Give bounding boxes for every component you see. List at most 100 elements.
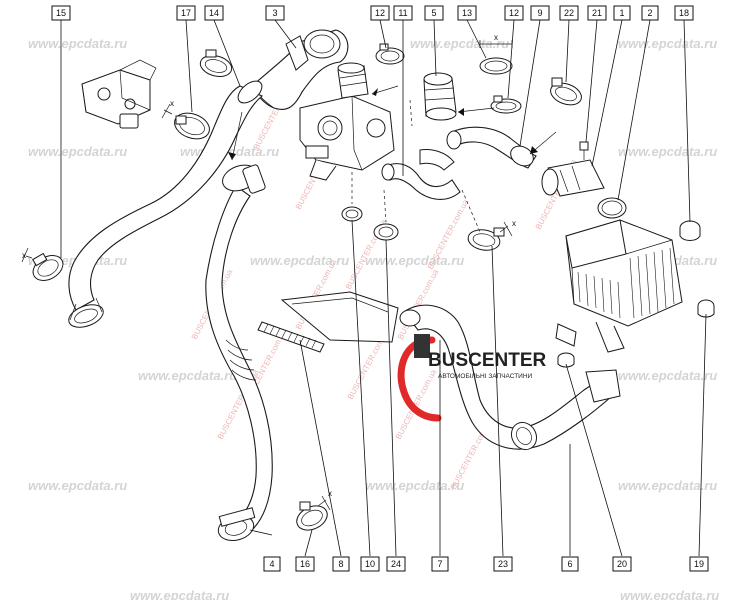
callout-4: 4 [263,556,281,572]
dimension-x: x [22,251,26,260]
callout-19: 19 [689,556,709,572]
watermark-site: www.epcdata.ru [365,253,464,268]
clamp-13: x [479,33,513,75]
watermark-site: www.epcdata.ru [28,478,127,493]
callout-label: 23 [498,559,508,569]
callout-label: 3 [272,8,277,18]
callout-label: 4 [269,559,274,569]
callout-18: 18 [674,5,694,21]
callout-label: 12 [509,8,519,18]
sensor-1 [541,159,605,197]
coupler-5 [423,72,457,121]
callout-6: 6 [561,556,579,572]
dimension-x: x [512,219,516,228]
cap-19 [697,299,715,318]
bolt-21 [579,141,589,160]
callout-label: 12 [375,8,385,18]
clamp-14 [199,49,233,78]
callout-label: 20 [617,559,627,569]
hose-9 [446,126,537,169]
hose-4 [205,164,273,541]
callout-label: 5 [431,8,436,18]
watermark-site: www.epcdata.ru [618,368,717,383]
valve-bracket [81,59,157,129]
callout-label: 11 [398,8,407,18]
callout-label: 22 [564,8,574,18]
dimension-x: x [170,99,174,108]
watermark-site: www.epcdata.ru [28,36,127,51]
brand-tagline: АВТОМОБІЛЬНІ ЗАПЧАСТИНИ [438,373,533,380]
watermark-site: www.epcdata.ru [618,144,717,159]
hose-24 [381,149,461,200]
callout-10: 10 [360,556,380,572]
callout-11: 11 [393,5,413,21]
watermark-site: www.epcdata.ru [618,478,717,493]
hose-3 [251,29,349,110]
hose-6-7 [399,304,621,451]
callout-label: 21 [592,8,602,18]
watermark-site: www.epcdata.ru [620,588,719,600]
callout-14: 14 [204,5,224,21]
callout-12b: 12 [504,5,524,21]
callout-23: 23 [493,556,513,572]
callout-20: 20 [612,556,632,572]
cap-18 [679,220,701,241]
callout-label: 19 [694,559,704,569]
dimension-x: x [328,489,332,498]
leader-lines [60,18,707,557]
callout-21: 21 [587,5,607,21]
watermark-site: www.epcdata.ru [130,588,229,600]
watermark-site: www.epcdata.ru [138,368,237,383]
callout-9: 9 [530,5,550,21]
callout-13: 13 [457,5,477,21]
clamp-15: x [21,247,64,281]
callout-label: 17 [181,8,191,18]
brand-name: BUSCENTER [428,350,547,371]
callout-label: 14 [209,8,219,18]
clamp-22 [550,77,582,106]
callout-24: 24 [386,556,406,572]
callout-7: 7 [431,556,449,572]
callout-label: 24 [391,559,401,569]
watermark-site: www.epcdata.ru [250,253,349,268]
clamp-17: x [161,99,210,140]
callout-22: 22 [559,5,579,21]
dimension-x: x [494,33,498,42]
clamp-23: x [467,219,516,251]
callout-15: 15 [51,5,71,21]
ring-10 [341,206,363,222]
clamp-12b [490,95,522,114]
clamp-16: x [296,489,332,531]
flow-arrows [228,85,557,233]
callout-label: 2 [647,8,652,18]
callout-5: 5 [424,5,444,21]
callout-label: 10 [365,559,375,569]
seal-2 [597,197,627,219]
callout-label: 15 [56,8,66,18]
callout-8: 8 [332,556,350,572]
coupler-11 [337,62,369,99]
hose-intake-long [68,80,264,328]
callout-label: 6 [567,559,572,569]
intercooler [555,219,683,353]
clamp-12a [375,43,405,65]
callout-2: 2 [641,5,659,21]
callout-17: 17 [176,5,196,21]
callout-12a: 12 [370,5,390,21]
callout-label: 7 [437,559,442,569]
callout-label: 1 [619,8,624,18]
callout-label: 16 [300,559,310,569]
watermark-site: www.epcdata.ru [28,144,127,159]
callout-1: 1 [613,5,631,21]
callout-3: 3 [265,5,285,21]
callout-label: 18 [679,8,689,18]
throttle-body [299,95,395,181]
callout-label: 9 [537,8,542,18]
callout-label: 13 [462,8,472,18]
heat-shield-8 [257,291,399,353]
grommet-20 [557,352,575,368]
brand-logo: BUSCENTER АВТОМОБІЛЬНІ ЗАПЧАСТИНИ [397,334,547,422]
clamp-24 [373,223,399,241]
